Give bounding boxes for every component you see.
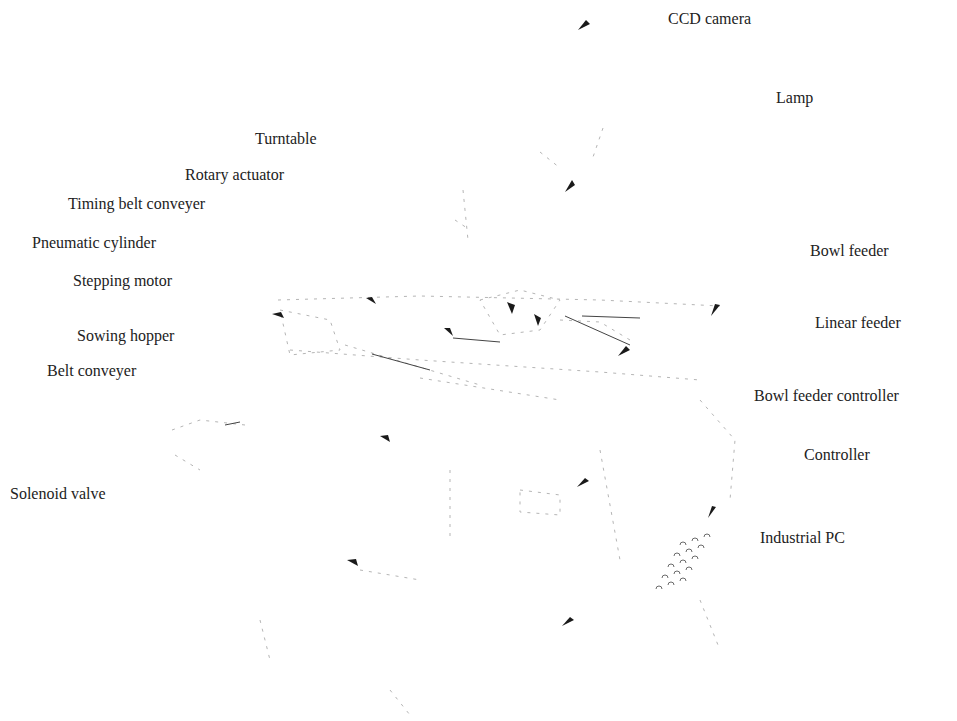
machine-sketch (172, 128, 735, 715)
part-label: Sowing hopper (77, 327, 174, 344)
machine-details (225, 316, 640, 425)
part-label-box: Timing belt conveyer (68, 195, 205, 213)
part-label: Bowl feeder controller (754, 387, 899, 404)
part-label: CCD camera (668, 10, 751, 27)
part-label: Stepping motor (73, 272, 172, 289)
part-label-box: Solenoid valve (10, 485, 106, 503)
industrial-pc-keys (656, 534, 710, 589)
part-label: Linear feeder (815, 314, 901, 331)
part-label-box: Pneumatic cylinder (32, 234, 156, 252)
part-label: Controller (804, 446, 870, 463)
part-label: Industrial PC (760, 529, 845, 546)
part-label-box: Turntable (255, 130, 317, 148)
part-label-box: Stepping motor (73, 272, 172, 290)
part-label-box: Sowing hopper (77, 327, 174, 345)
leader-arrowheads (272, 20, 720, 626)
part-label-box: Controller (804, 446, 870, 464)
part-label-box: Bowl feeder controller (754, 387, 899, 405)
part-label: Solenoid valve (10, 485, 106, 502)
part-label: Turntable (255, 130, 317, 147)
part-label: Rotary actuator (185, 166, 284, 183)
part-label-box: Rotary actuator (185, 166, 284, 184)
part-label: Timing belt conveyer (68, 195, 205, 212)
part-label: Belt conveyer (47, 362, 136, 379)
part-label: Bowl feeder (810, 242, 889, 259)
part-label-box: Industrial PC (760, 529, 845, 547)
part-label-box: CCD camera (668, 10, 751, 28)
part-label-box: Lamp (776, 89, 813, 107)
part-label: Pneumatic cylinder (32, 234, 156, 251)
part-label-box: Belt conveyer (47, 362, 136, 380)
part-label-box: Bowl feeder (810, 242, 889, 260)
part-label: Lamp (776, 89, 813, 106)
part-label-box: Linear feeder (815, 314, 901, 332)
